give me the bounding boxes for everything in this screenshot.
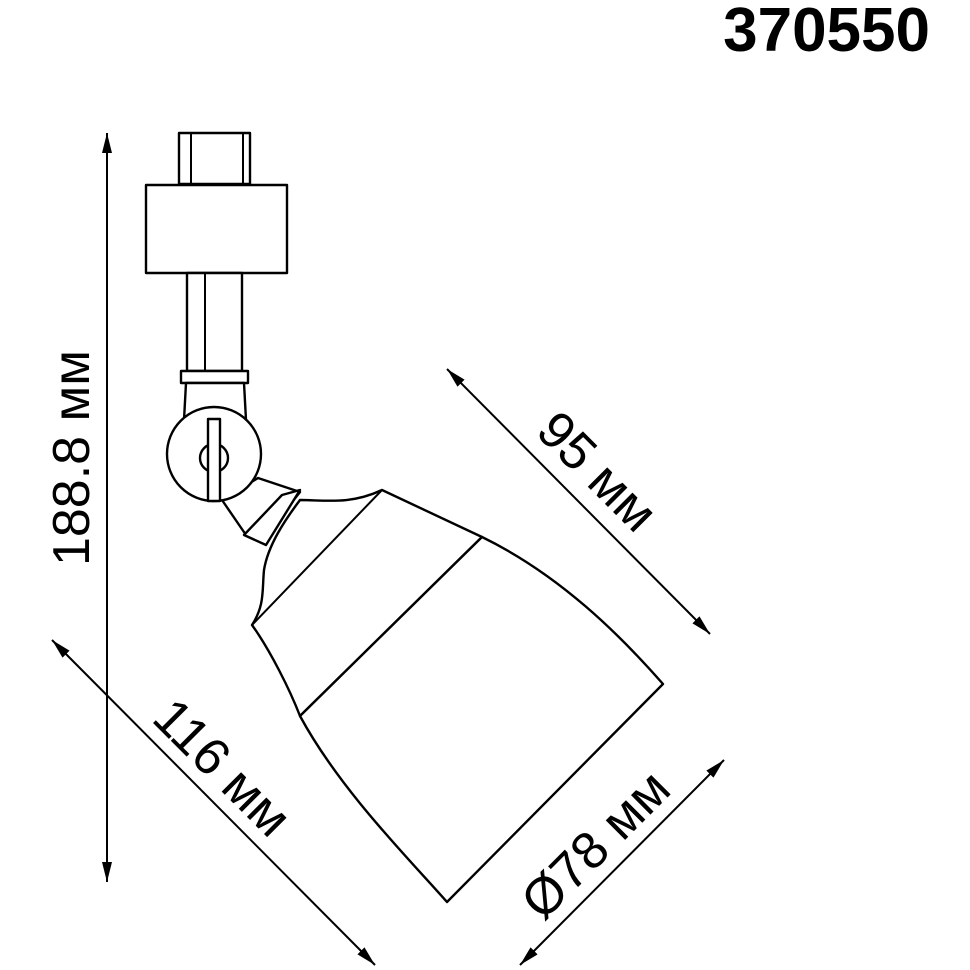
length-label: 95 мм [526, 401, 669, 544]
product-code: 370550 [723, 0, 930, 65]
stem-collar [179, 369, 250, 385]
length-dimension-line [446, 368, 711, 635]
stem [185, 271, 244, 373]
width-dimension-line [51, 639, 376, 966]
adapter-body [144, 183, 289, 275]
diameter-dimension-line [519, 759, 725, 966]
width-label: 116 мм [142, 688, 302, 848]
height-label: 188.8 мм [43, 350, 101, 566]
pivot-screw [206, 417, 222, 503]
adapter-cap [177, 131, 252, 186]
